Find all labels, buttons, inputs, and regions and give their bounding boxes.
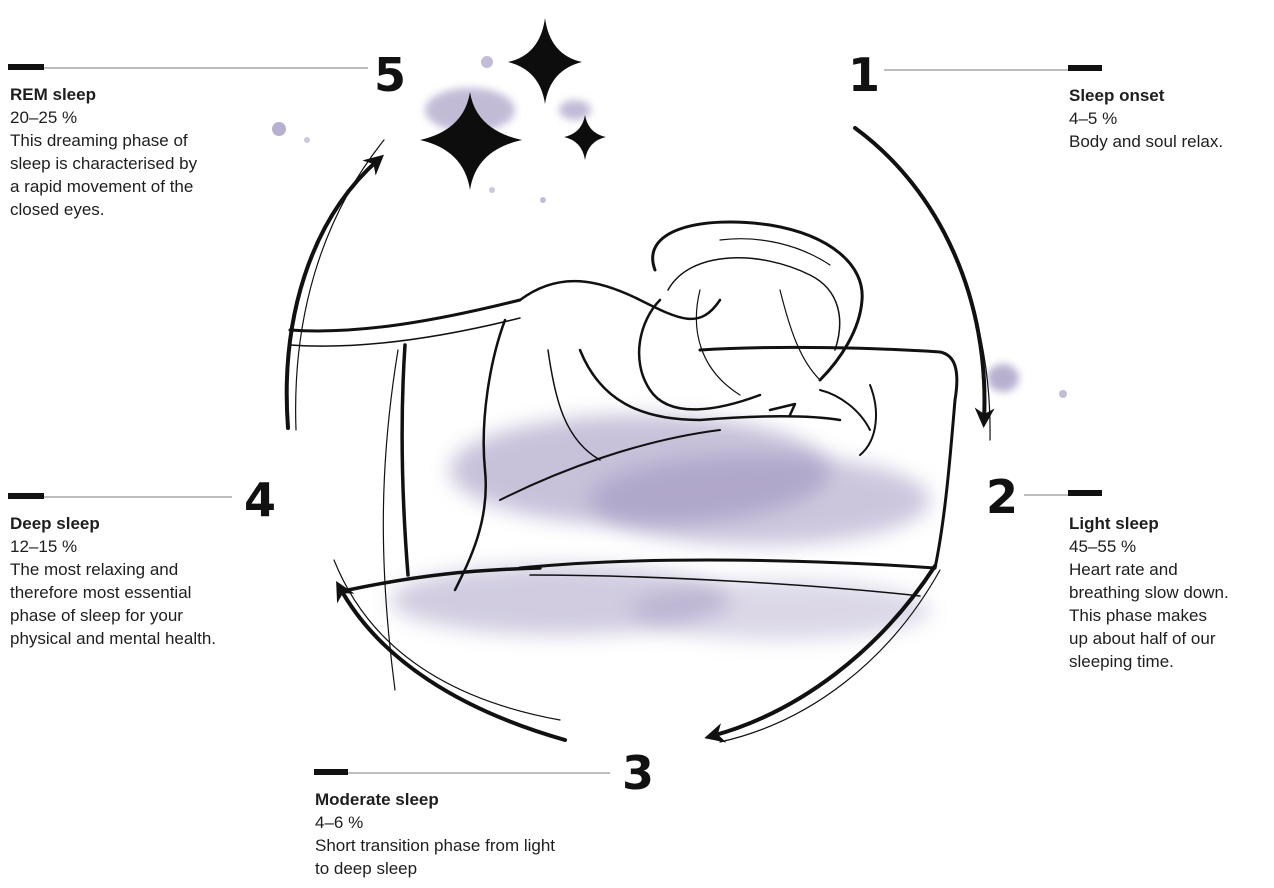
phase-label-deep-sleep: Deep sleep 12–15 % The most relaxing and… [10,512,300,650]
phase-description: The most relaxing and therefore most ess… [10,558,300,650]
phase-percent: 45–55 % [1069,535,1269,558]
phase-label-light-sleep: Light sleep 45–55 % Heart rate and breat… [1069,512,1269,673]
phase-label-rem-sleep: REM sleep 20–25 % This dreaming phase of… [10,83,290,221]
phase-percent: 4–6 % [315,811,655,834]
phase-description: This dreaming phase of sleep is characte… [10,129,290,221]
watercolor-wash [272,56,1067,640]
phase-description: Body and soul relax. [1069,130,1269,153]
phase-percent: 4–5 % [1069,107,1269,130]
phase-description: Short transition phase from light to dee… [315,834,655,880]
phase-label-sleep-onset: Sleep onset 4–5 % Body and soul relax. [1069,84,1269,153]
phase-title: Sleep onset [1069,84,1269,107]
phase-title: Deep sleep [10,512,300,535]
phase-description: Heart rate and breathing slow down. This… [1069,558,1269,673]
phase-title: Moderate sleep [315,788,655,811]
phase-title: Light sleep [1069,512,1269,535]
phase-number-5: 5 [374,52,406,98]
phase-number-1: 1 [848,52,880,98]
phase-percent: 20–25 % [10,106,290,129]
phase-percent: 12–15 % [10,535,300,558]
phase-number-2: 2 [986,474,1018,520]
phase-label-moderate-sleep: Moderate sleep 4–6 % Short transition ph… [315,788,655,880]
phase-title: REM sleep [10,83,290,106]
